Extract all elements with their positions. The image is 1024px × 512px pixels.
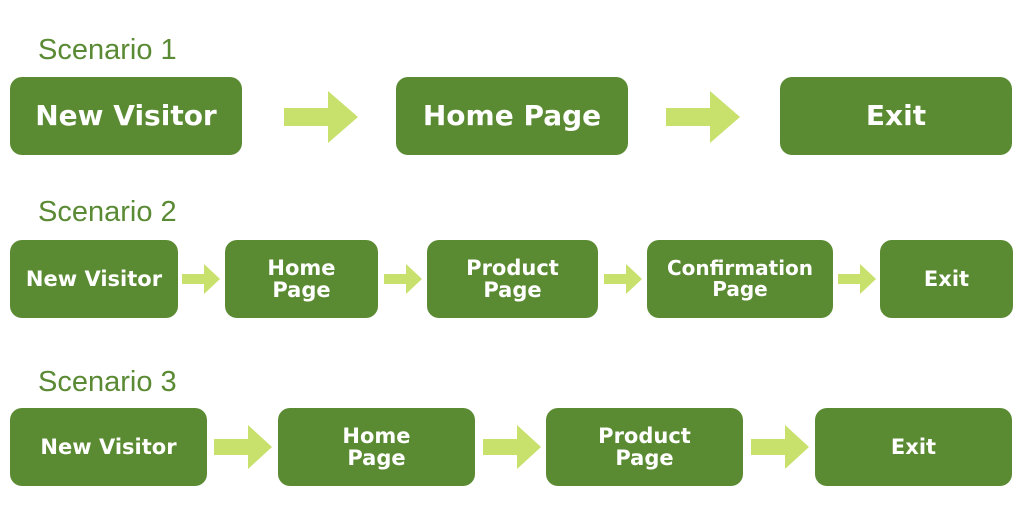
arrow-right-icon [751,425,809,469]
scenario-1-title: Scenario 1 [38,34,177,66]
scenario-1-step-exit: Exit [780,77,1012,155]
arrow-right-icon [182,264,220,294]
arrow-right-icon [838,264,876,294]
scenario-2-step-product-page: Product Page [427,240,598,318]
arrow-right-icon [384,264,422,294]
scenario-3-step-home-page: Home Page [278,408,475,486]
scenario-3-step-exit: Exit [815,408,1012,486]
scenario-3-step-new-visitor: New Visitor [10,408,207,486]
arrow-right-icon [483,425,541,469]
scenario-3-title: Scenario 3 [38,366,177,398]
arrow-right-icon [214,425,272,469]
arrow-right-icon [604,264,642,294]
scenario-2-step-new-visitor: New Visitor [10,240,178,318]
scenario-2-step-confirmation-page: Confirmation Page [647,240,833,318]
scenario-1-step-new-visitor: New Visitor [10,77,242,155]
scenario-3-step-product-page: Product Page [546,408,743,486]
arrow-right-icon [666,91,740,143]
scenario-2-title: Scenario 2 [38,196,177,228]
scenario-2-step-exit: Exit [880,240,1013,318]
scenario-1-step-home-page: Home Page [396,77,628,155]
arrow-right-icon [284,91,358,143]
scenario-2-step-home-page: Home Page [225,240,378,318]
